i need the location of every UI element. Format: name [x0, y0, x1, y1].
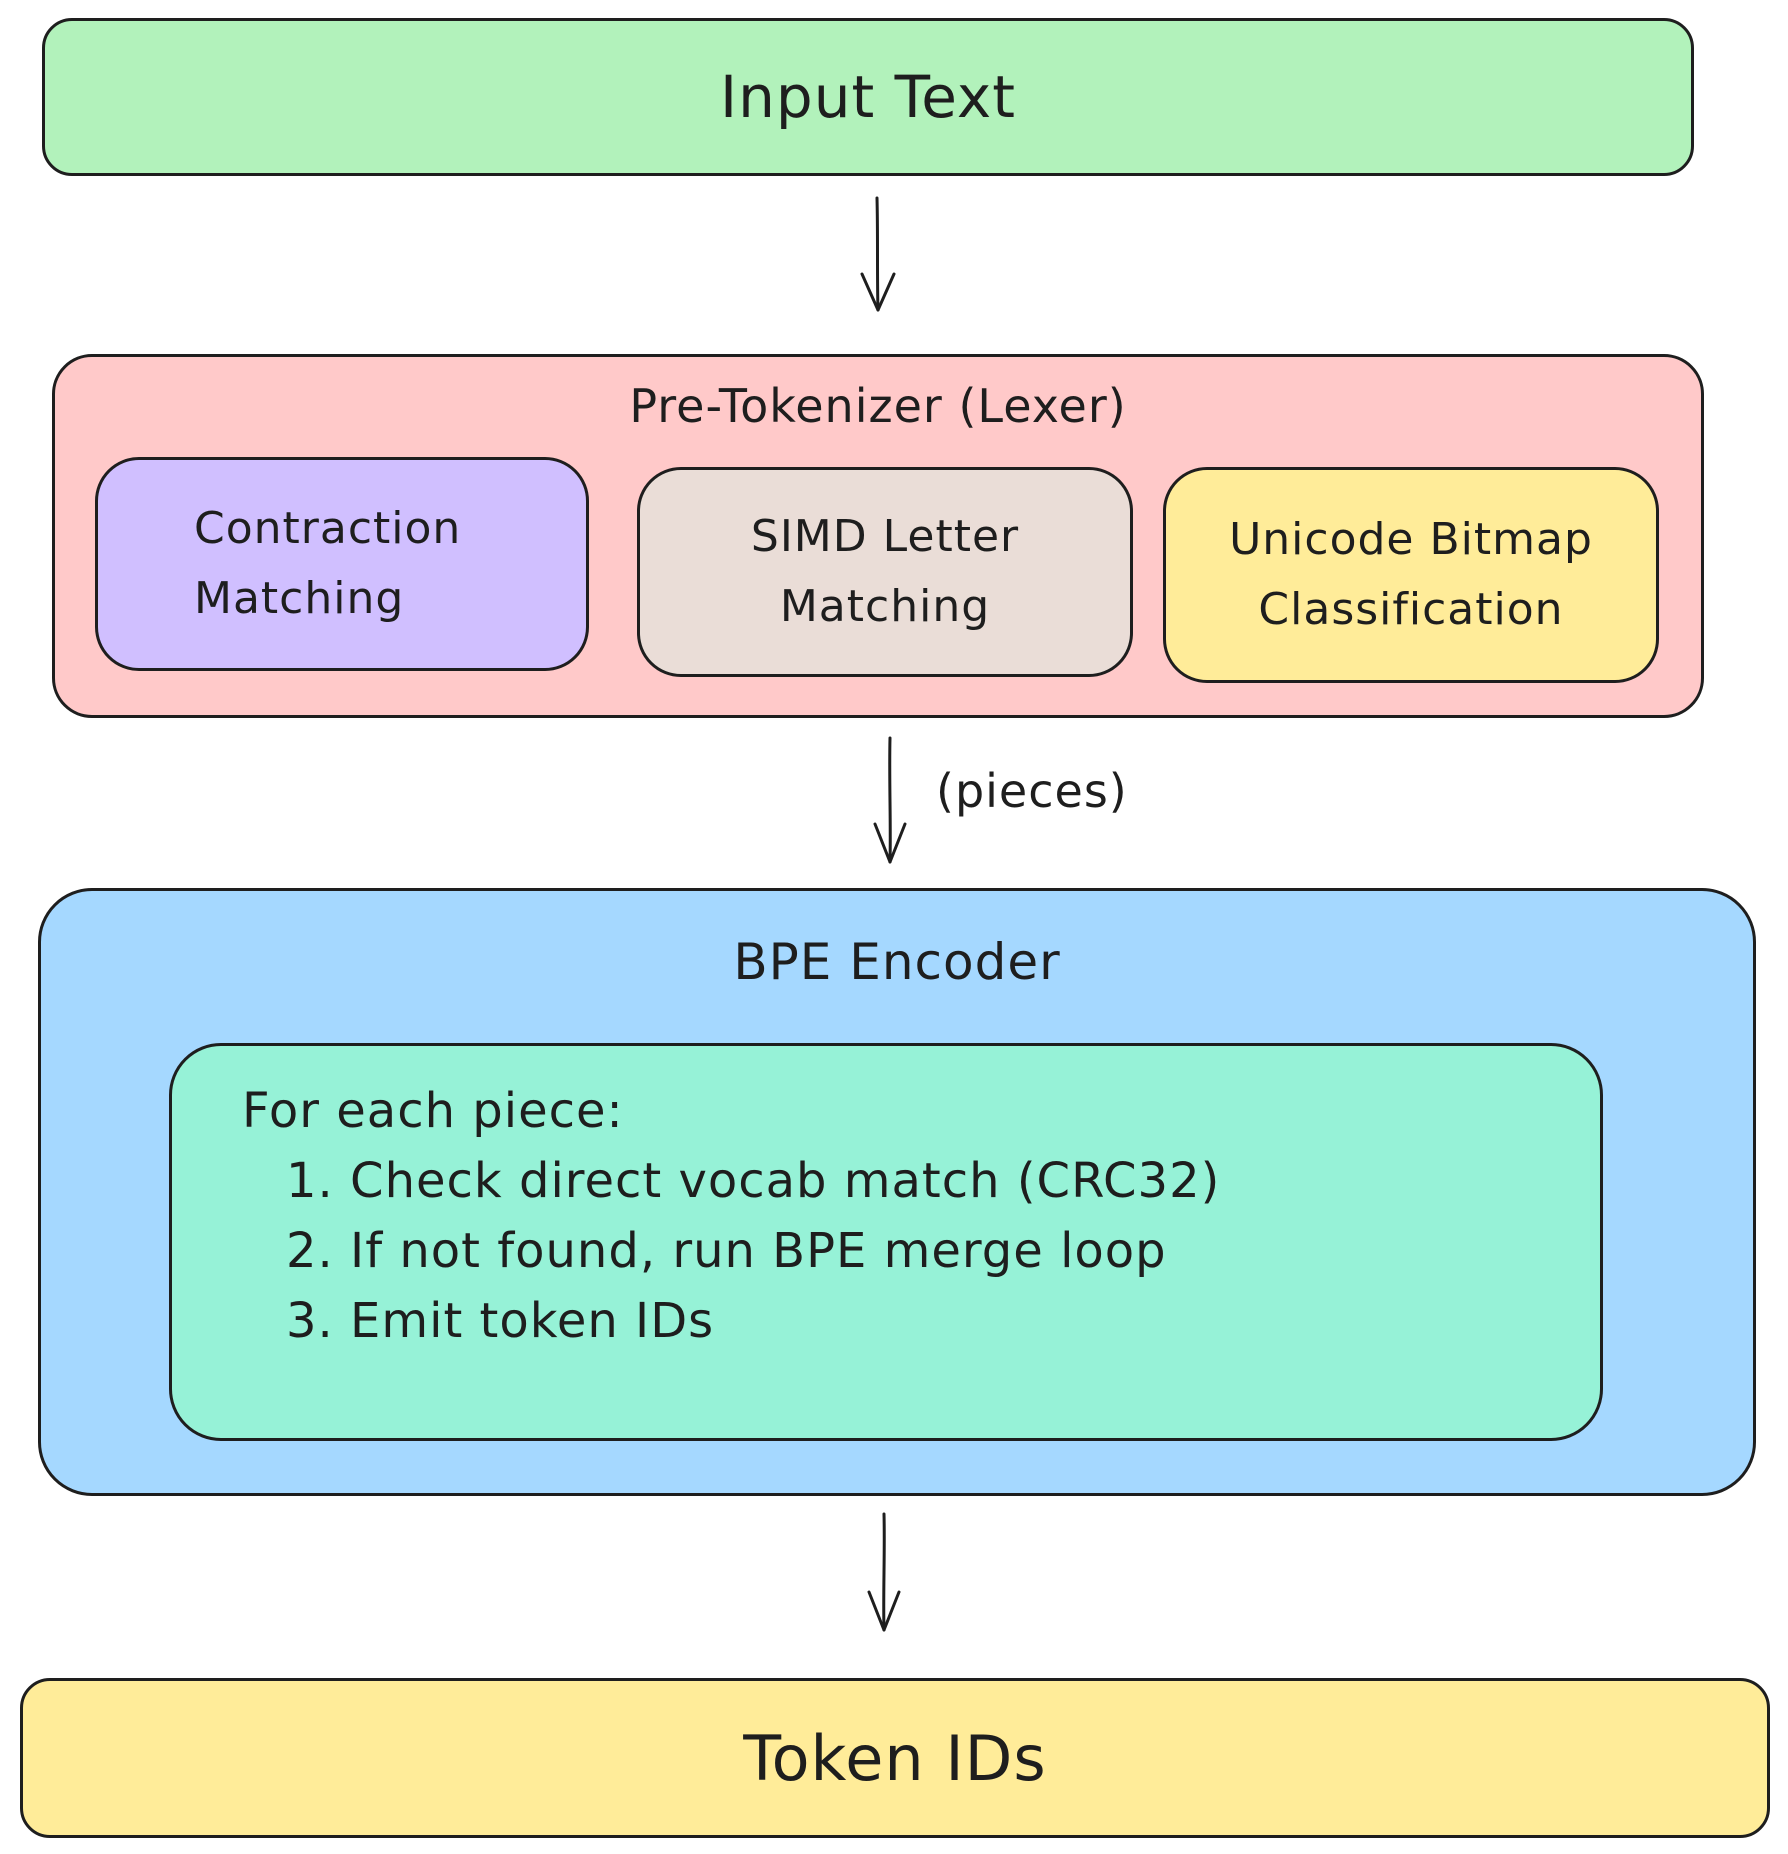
- bpe-encoder-title: BPE Encoder: [733, 933, 1061, 991]
- contraction-label-line-1: Contraction: [194, 502, 462, 554]
- pretokenizer-container: Pre-Tokenizer (Lexer) Contraction Matchi…: [52, 354, 1704, 718]
- arrow-bpe-to-output: [867, 1512, 901, 1632]
- unicode-label-line-1: Unicode Bitmap: [1229, 513, 1593, 565]
- pretokenizer-title: Pre-Tokenizer (Lexer): [629, 379, 1127, 433]
- bpe-algorithm-node: For each piece: 1. Check direct vocab ma…: [169, 1043, 1603, 1441]
- contraction-matching-node: Contraction Matching: [95, 457, 589, 671]
- token-ids-node: Token IDs: [20, 1678, 1770, 1838]
- arrow-pretokenizer-to-bpe: [873, 736, 907, 864]
- simd-label-line-1: SIMD Letter: [750, 510, 1020, 562]
- contraction-label-line-2: Matching: [194, 573, 405, 624]
- simd-label-line-2: Matching: [779, 581, 991, 632]
- unicode-bitmap-classification-node: Unicode Bitmap Classification: [1163, 467, 1659, 683]
- unicode-label-line-2: Classification: [1258, 584, 1564, 635]
- algorithm-step-3: 3. Emit token IDs: [286, 1293, 715, 1349]
- input-text-node: Input Text: [42, 18, 1694, 176]
- bpe-encoder-container: BPE Encoder For each piece: 1. Check dir…: [38, 888, 1756, 1496]
- simd-letter-matching-node: SIMD Letter Matching: [637, 467, 1133, 677]
- algorithm-step-2: 2. If not found, run BPE merge loop: [286, 1223, 1167, 1279]
- pieces-edge-label: (pieces): [936, 764, 1128, 818]
- algorithm-header: For each piece:: [242, 1083, 624, 1139]
- arrow-input-to-pretokenizer: [860, 196, 896, 312]
- algorithm-step-1: 1. Check direct vocab match (CRC32): [286, 1153, 1221, 1209]
